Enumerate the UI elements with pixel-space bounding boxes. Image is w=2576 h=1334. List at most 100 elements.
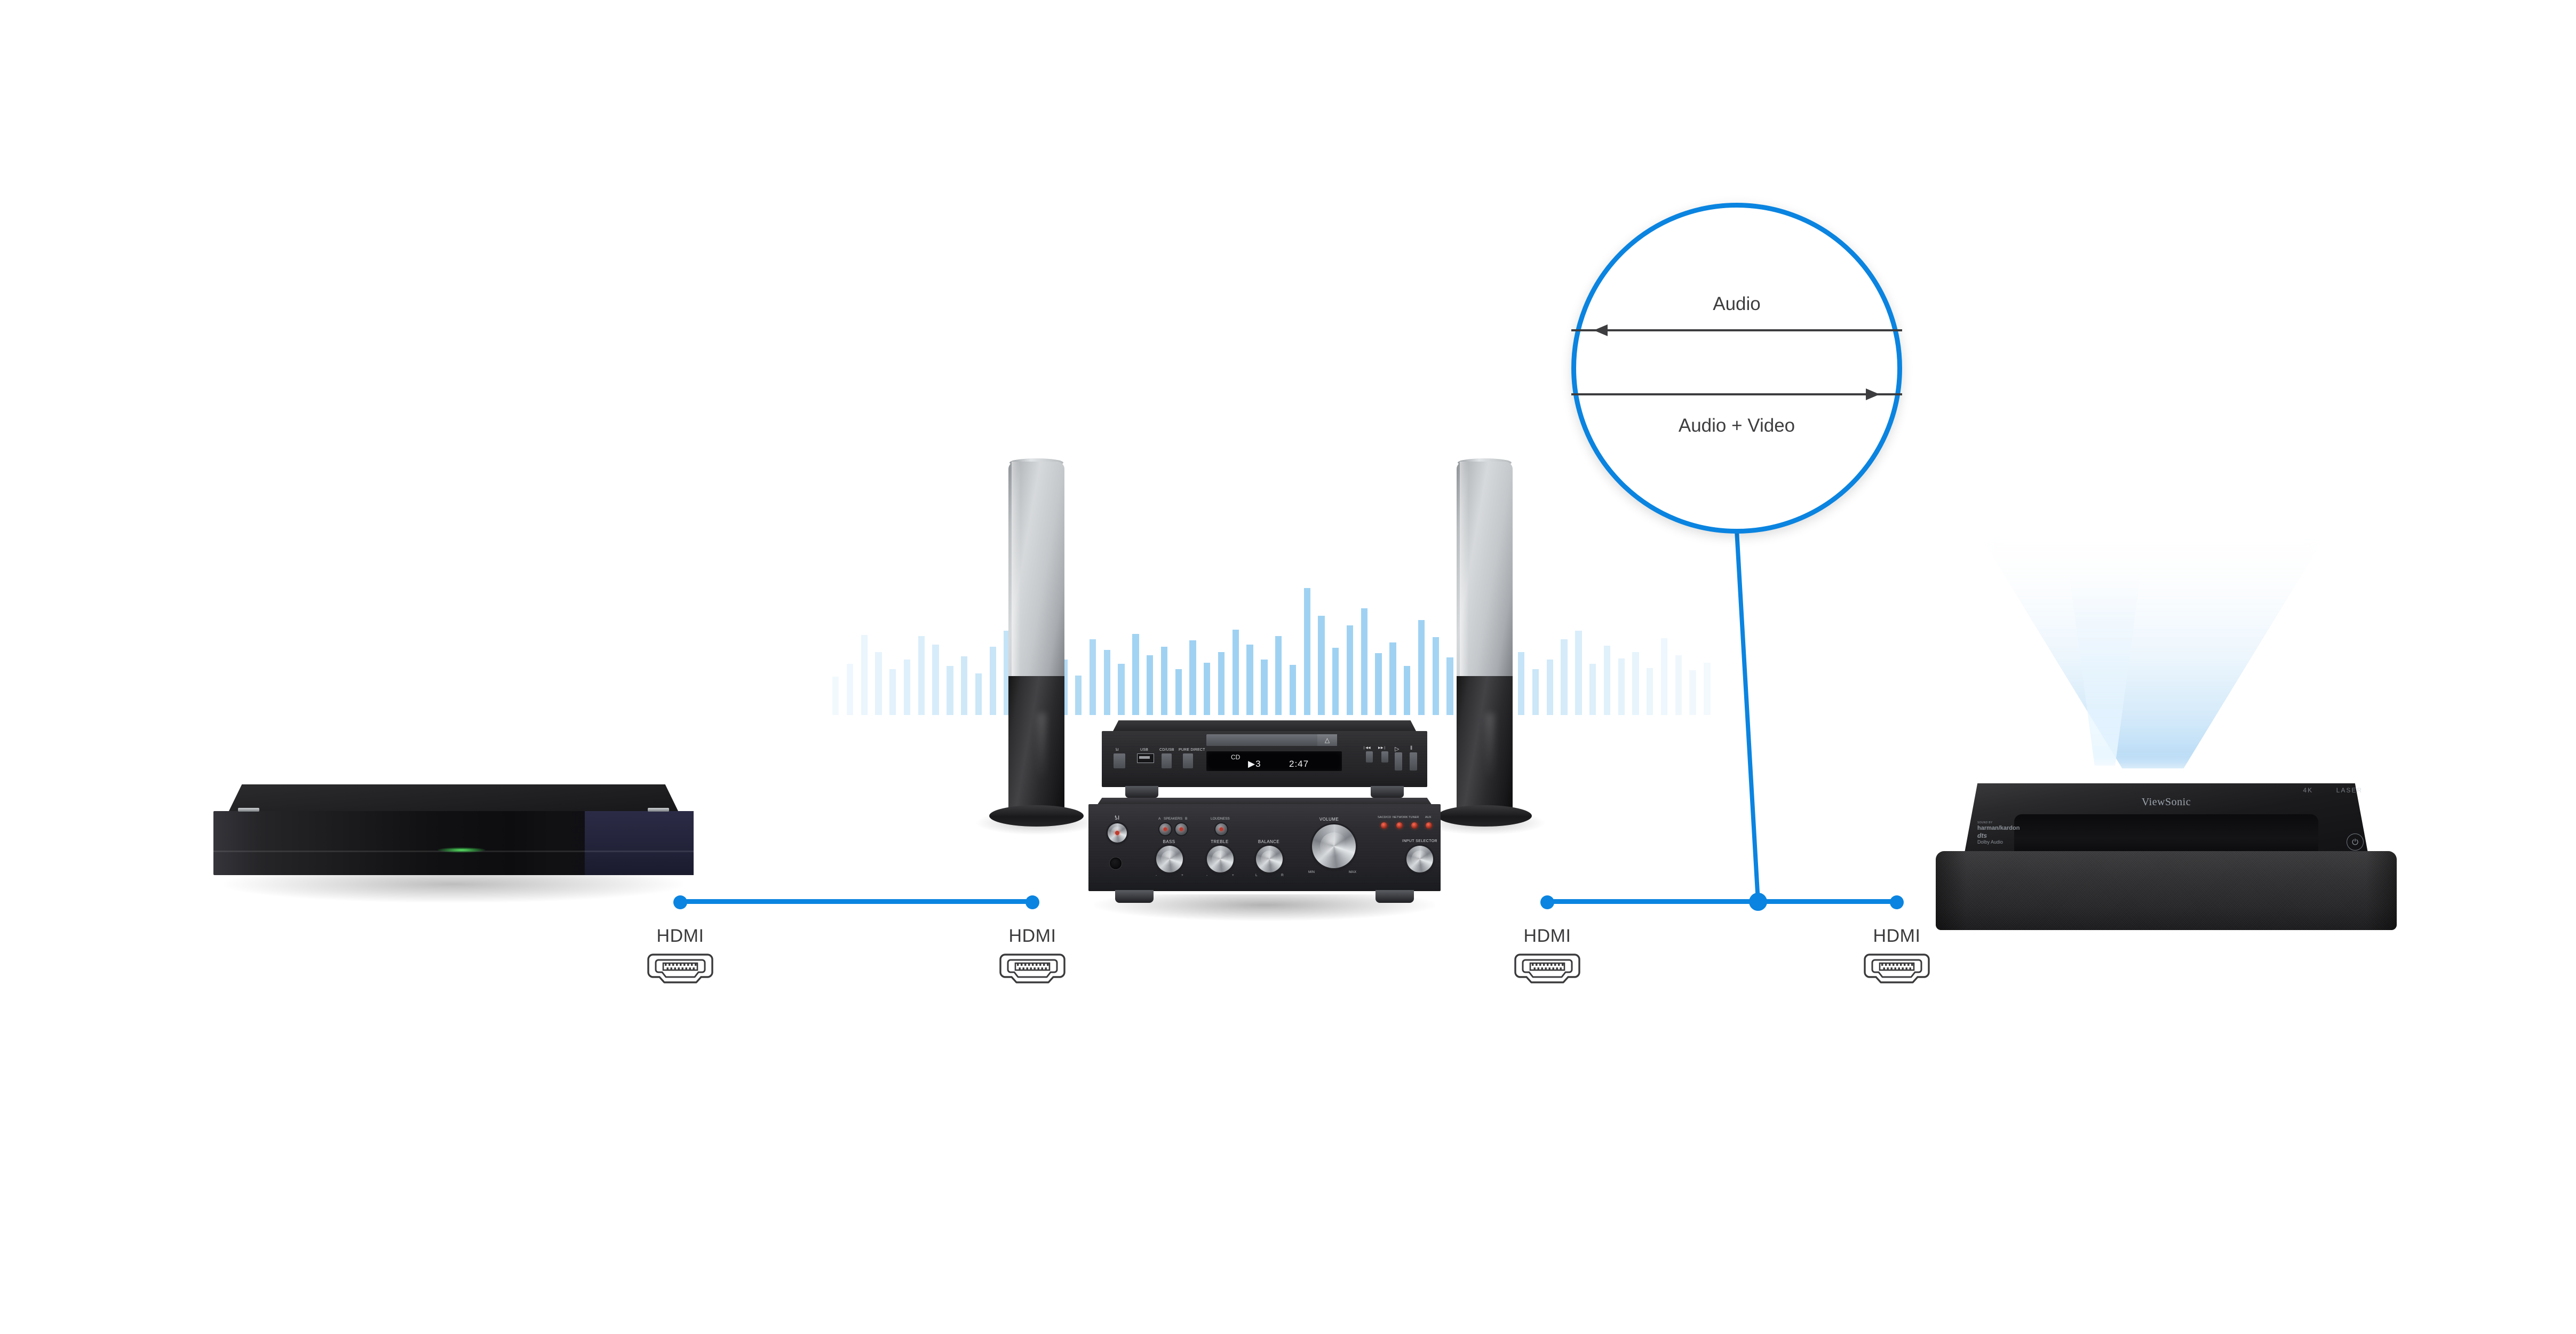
skip-forward-glyph: ▶▶❘ [1378, 747, 1386, 750]
bass-min-label: - [1156, 874, 1157, 877]
play-button[interactable] [1395, 752, 1402, 771]
connection-line-amp-to-projector[interactable] [1547, 899, 1897, 904]
source-label-network: NETWORK [1393, 816, 1408, 819]
source-label-aux: AUX [1425, 816, 1432, 819]
cd-disc-tray[interactable] [1206, 734, 1337, 746]
hdmi-marker-bluray-out: HDMI [611, 926, 750, 985]
speaker-b-button[interactable] [1175, 823, 1187, 835]
visualizer-bar [1189, 640, 1196, 715]
speaker-upper-left [1008, 462, 1064, 676]
visualizer-bar [1246, 645, 1253, 715]
resolution-badge: 4K [2303, 787, 2313, 794]
connection-dot-amp-in[interactable] [1025, 895, 1039, 909]
treble-knob[interactable] [1207, 846, 1234, 872]
cd-power-label: ƾI [1116, 748, 1119, 752]
amplifier[interactable]: ƾI A SPEAKERS B LOUDNESS BASS - + TREBLE… [1088, 798, 1441, 921]
input-selector-knob[interactable] [1406, 846, 1433, 872]
input-selector-label: INPUT SELECTOR [1402, 839, 1438, 843]
amp-power-led [1115, 831, 1119, 835]
visualizer-bar [1204, 663, 1211, 715]
amplifier-top-panel [1097, 798, 1432, 805]
cd-usb-label: USB [1140, 748, 1148, 752]
amplifier-foot-left [1115, 890, 1154, 903]
speaker-tower-right [1423, 458, 1546, 835]
visualizer-bar [1303, 588, 1310, 715]
cd-player-top-panel [1112, 720, 1417, 732]
pause-button[interactable] [1410, 752, 1417, 771]
connection-dot-bluray-out[interactable] [673, 895, 687, 909]
audio-video-arrow-line [1571, 393, 1902, 395]
connection-dot-amp-out[interactable] [1540, 895, 1554, 909]
visualizer-bar [1675, 655, 1682, 715]
visualizer-bar [1418, 620, 1425, 715]
visualizer-bar [1546, 660, 1554, 715]
visualizer-bar [1289, 665, 1297, 715]
blu-ray-power-led [438, 847, 486, 853]
projector-lens-recess [2014, 814, 2318, 855]
visualizer-bar [1132, 634, 1139, 715]
visualizer-bar [1346, 625, 1354, 715]
headphone-jack[interactable] [1110, 857, 1122, 869]
audio-direction-label: Audio [1713, 293, 1761, 314]
speaker-a-button[interactable] [1159, 823, 1171, 835]
connection-line-bluray-to-amp[interactable] [680, 899, 1032, 904]
play-glyph: ▷ [1395, 746, 1400, 752]
skip-back-button[interactable] [1366, 751, 1373, 763]
visualizer-bar [861, 635, 868, 715]
speaker-tower-left [975, 458, 1098, 835]
projector[interactable]: ViewSonic 4K LASER SOUND BY harman/kardo… [1931, 539, 2401, 930]
visualizer-bar [1603, 646, 1611, 715]
skip-forward-button[interactable] [1381, 751, 1388, 763]
visualizer-bar [975, 673, 982, 715]
speaker-lower-right [1457, 676, 1513, 819]
cd-usb-select-button[interactable] [1162, 753, 1172, 768]
hdmi-port-icon [611, 952, 750, 985]
hdmi-port-icon [963, 952, 1102, 985]
visualizer-bar [1704, 663, 1711, 715]
cd-power-button[interactable] [1114, 753, 1125, 768]
hdmi-port-icon [1827, 952, 1966, 985]
pure-direct-button[interactable] [1183, 753, 1193, 768]
projector-power-button[interactable]: ⏻ [2347, 833, 2364, 851]
source-led-sacd-cd [1381, 822, 1387, 829]
hdmi-label: HDMI [1873, 926, 1921, 946]
visualizer-bar [1561, 639, 1568, 715]
balance-knob[interactable] [1256, 846, 1283, 872]
cd-player[interactable]: △ CD ▶3 2:47 ƾI USB CD/USB PURE DIRECT ❘… [1102, 720, 1427, 798]
visualizer-bar [846, 664, 854, 715]
audio-arrowhead-left [1594, 324, 1608, 336]
connection-dot-projector-in[interactable] [1890, 895, 1904, 909]
visualizer-bar [1147, 655, 1154, 715]
visualizer-bar [1660, 638, 1668, 715]
visualizer-bar [918, 636, 925, 715]
projector-brand-logo: ViewSonic [2141, 796, 2191, 808]
visualizer-bar [1403, 666, 1411, 715]
hdmi-marker-amp-out: HDMI [1478, 926, 1617, 985]
hdmi-label: HDMI [1523, 926, 1571, 946]
blu-ray-shadow [224, 872, 683, 903]
volume-knob[interactable] [1312, 824, 1356, 868]
audio-video-arrow-row [1571, 388, 1902, 400]
bass-knob[interactable] [1156, 846, 1183, 872]
visualizer-bar [832, 677, 839, 715]
balance-max-label: R [1281, 874, 1284, 877]
visualizer-bar [1446, 657, 1453, 715]
visualizer-bar [889, 669, 896, 715]
blu-ray-player[interactable] [213, 784, 694, 903]
cd-player-foot-left [1125, 786, 1158, 798]
visualizer-bar [932, 645, 939, 715]
pure-direct-label: PURE DIRECT [1179, 748, 1205, 752]
visualizer-bar [1261, 660, 1268, 715]
bass-label: BASS [1163, 839, 1175, 844]
bass-max-label: + [1181, 874, 1183, 877]
volume-min-label: MIN [1308, 870, 1315, 874]
visualizer-bar [1232, 630, 1239, 715]
loudness-label: LOUDNESS [1211, 817, 1230, 821]
eject-button[interactable]: △ [1317, 734, 1337, 746]
usb-port[interactable] [1137, 753, 1154, 763]
audio-arrow-line [1571, 329, 1902, 331]
audio-arrow-row [1571, 324, 1902, 336]
visualizer-bar [1218, 652, 1225, 715]
loudness-button[interactable] [1215, 823, 1227, 835]
visualizer-bar [1632, 652, 1639, 715]
